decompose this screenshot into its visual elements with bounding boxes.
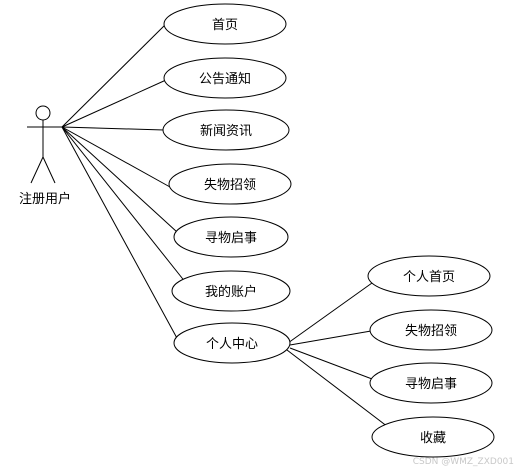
use-case-personal-center: 个人中心	[173, 322, 291, 364]
actor: 注册用户	[19, 105, 71, 207]
actor-label: 注册用户	[19, 191, 71, 207]
use-case-news: 新闻资讯	[162, 109, 290, 151]
sub-use-case-favorites: 收藏	[371, 416, 495, 458]
use-case-label: 寻物启事	[405, 377, 457, 392]
use-case-my-account: 我的账户	[171, 270, 291, 312]
edge-actor-lost-notice	[61, 126, 178, 233]
edge-center-p-favorites	[286, 349, 389, 428]
use-case-notice: 公告通知	[163, 57, 287, 99]
sub-use-case-lost-notice: 寻物启事	[369, 362, 493, 404]
edge-actor-news	[61, 126, 165, 131]
use-case-label: 失物招领	[405, 324, 457, 339]
edge-actor-notice	[61, 79, 167, 128]
use-case-label: 新闻资讯	[200, 123, 252, 139]
edge-actor-personal-center	[61, 126, 179, 341]
edge-center-p-home	[287, 282, 373, 344]
sub-edges	[286, 282, 389, 428]
actor-edges	[61, 21, 187, 341]
actor-left-leg	[30, 156, 44, 184]
edge-actor-home	[61, 21, 169, 128]
use-case-lost-notice: 寻物启事	[173, 216, 289, 258]
use-case-label: 我的账户	[205, 284, 257, 300]
use-case-label: 收藏	[420, 431, 446, 446]
edge-center-p-lost-notice	[289, 347, 381, 383]
actor-head	[35, 105, 51, 121]
use-case-lost-claim: 失物招领	[168, 163, 292, 205]
sub-use-case-personal-home: 个人首页	[367, 255, 491, 297]
use-case-home: 首页	[163, 3, 287, 45]
use-case-label: 寻物启事	[205, 231, 257, 246]
watermark: CSDN @WMZ_ZXD001	[413, 457, 514, 467]
actor-right-leg	[42, 156, 56, 184]
use-case-label: 个人首页	[403, 270, 455, 285]
use-case-label: 公告通知	[199, 71, 251, 87]
edge-center-p-lost-claim	[289, 330, 372, 346]
use-case-label: 首页	[212, 18, 238, 33]
edge-actor-my-account	[61, 126, 187, 284]
edge-actor-lost-claim	[61, 126, 171, 188]
sub-use-case-lost-claim: 失物招领	[369, 309, 493, 351]
use-case-label: 个人中心	[206, 337, 258, 352]
use-case-label: 失物招领	[204, 178, 256, 193]
